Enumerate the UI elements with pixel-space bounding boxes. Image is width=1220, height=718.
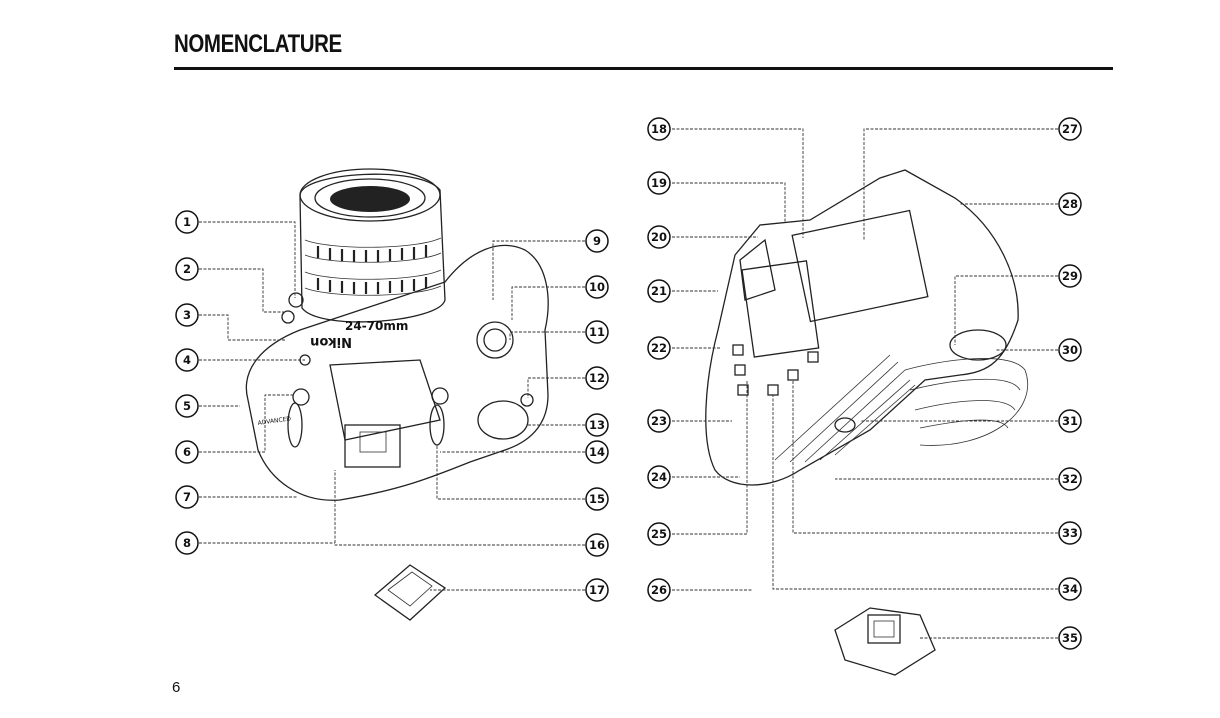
callout-17: 17: [586, 579, 608, 601]
callout-number: 6: [183, 445, 191, 459]
callout-12: 12: [586, 367, 608, 389]
callout-number: 29: [1062, 269, 1078, 283]
callout-number: 25: [651, 527, 667, 541]
callout-number: 33: [1062, 526, 1078, 540]
callout-number: 9: [593, 234, 601, 248]
callout-number: 5: [183, 399, 191, 413]
callout-32: 32: [1059, 468, 1081, 490]
callout-number: 13: [589, 418, 605, 432]
callout-number: 26: [651, 583, 667, 597]
callout-13: 13: [586, 414, 608, 436]
callout-7: 7: [176, 486, 198, 508]
callout-number: 21: [651, 284, 667, 298]
callout-18: 18: [648, 118, 670, 140]
callout-number: 30: [1062, 343, 1078, 357]
callout-25: 25: [648, 523, 670, 545]
callout-27: 27: [1059, 118, 1081, 140]
callout-number: 3: [183, 308, 191, 322]
callout-number: 10: [589, 280, 605, 294]
callout-number: 17: [589, 583, 605, 597]
callout-15: 15: [586, 488, 608, 510]
camera-top-view-drawing: 24-70mm Nikon ADVANCED: [246, 169, 548, 620]
callout-16: 16: [586, 534, 608, 556]
callout-number: 2: [183, 262, 191, 276]
callout-31: 31: [1059, 410, 1081, 432]
callout-number: 4: [183, 353, 191, 367]
callout-number: 24: [651, 470, 667, 484]
callout-22: 22: [648, 337, 670, 359]
callout-6: 6: [176, 441, 198, 463]
camera-back-view-drawing: [706, 170, 1028, 675]
callout-number: 23: [651, 414, 667, 428]
callout-number: 31: [1062, 414, 1078, 428]
callout-35: 35: [1059, 627, 1081, 649]
callout-number: 7: [183, 490, 191, 504]
callout-2: 2: [176, 258, 198, 280]
callout-28: 28: [1059, 193, 1081, 215]
callout-number: 27: [1062, 122, 1078, 136]
callout-number: 16: [589, 538, 605, 552]
lens-zoom-label: 24-70mm: [345, 319, 408, 333]
callout-number: 22: [651, 341, 667, 355]
brand-label: Nikon: [310, 334, 352, 349]
callout-3: 3: [176, 304, 198, 326]
callout-number: 15: [589, 492, 605, 506]
callout-23: 23: [648, 410, 670, 432]
callout-number: 32: [1062, 472, 1078, 486]
callout-number: 20: [651, 230, 667, 244]
callout-5: 5: [176, 395, 198, 417]
callout-20: 20: [648, 226, 670, 248]
callout-30: 30: [1059, 339, 1081, 361]
callout-number: 14: [589, 445, 605, 459]
callout-8: 8: [176, 532, 198, 554]
callout-number: 28: [1062, 197, 1078, 211]
callout-1: 1: [176, 211, 198, 233]
callout-24: 24: [648, 466, 670, 488]
mode-dial-label: ADVANCED: [257, 415, 292, 427]
callout-11: 11: [586, 321, 608, 343]
callout-number: 19: [651, 176, 667, 190]
callout-number: 11: [589, 325, 605, 339]
callout-33: 33: [1059, 522, 1081, 544]
callout-10: 10: [586, 276, 608, 298]
callout-21: 21: [648, 280, 670, 302]
callout-9: 9: [586, 230, 608, 252]
callout-markers: 1234567891011121314151617181920212223242…: [176, 118, 1081, 649]
right-view-leader-lines: [672, 129, 1058, 638]
callout-number: 34: [1062, 582, 1078, 596]
callout-14: 14: [586, 441, 608, 463]
callout-19: 19: [648, 172, 670, 194]
callout-4: 4: [176, 349, 198, 371]
callout-number: 35: [1062, 631, 1078, 645]
callout-number: 18: [651, 122, 667, 136]
callout-number: 1: [183, 215, 191, 229]
callout-number: 8: [183, 536, 191, 550]
callout-34: 34: [1059, 578, 1081, 600]
callout-29: 29: [1059, 265, 1081, 287]
callout-26: 26: [648, 579, 670, 601]
page-number: 6: [172, 679, 180, 696]
callout-number: 12: [589, 371, 605, 385]
